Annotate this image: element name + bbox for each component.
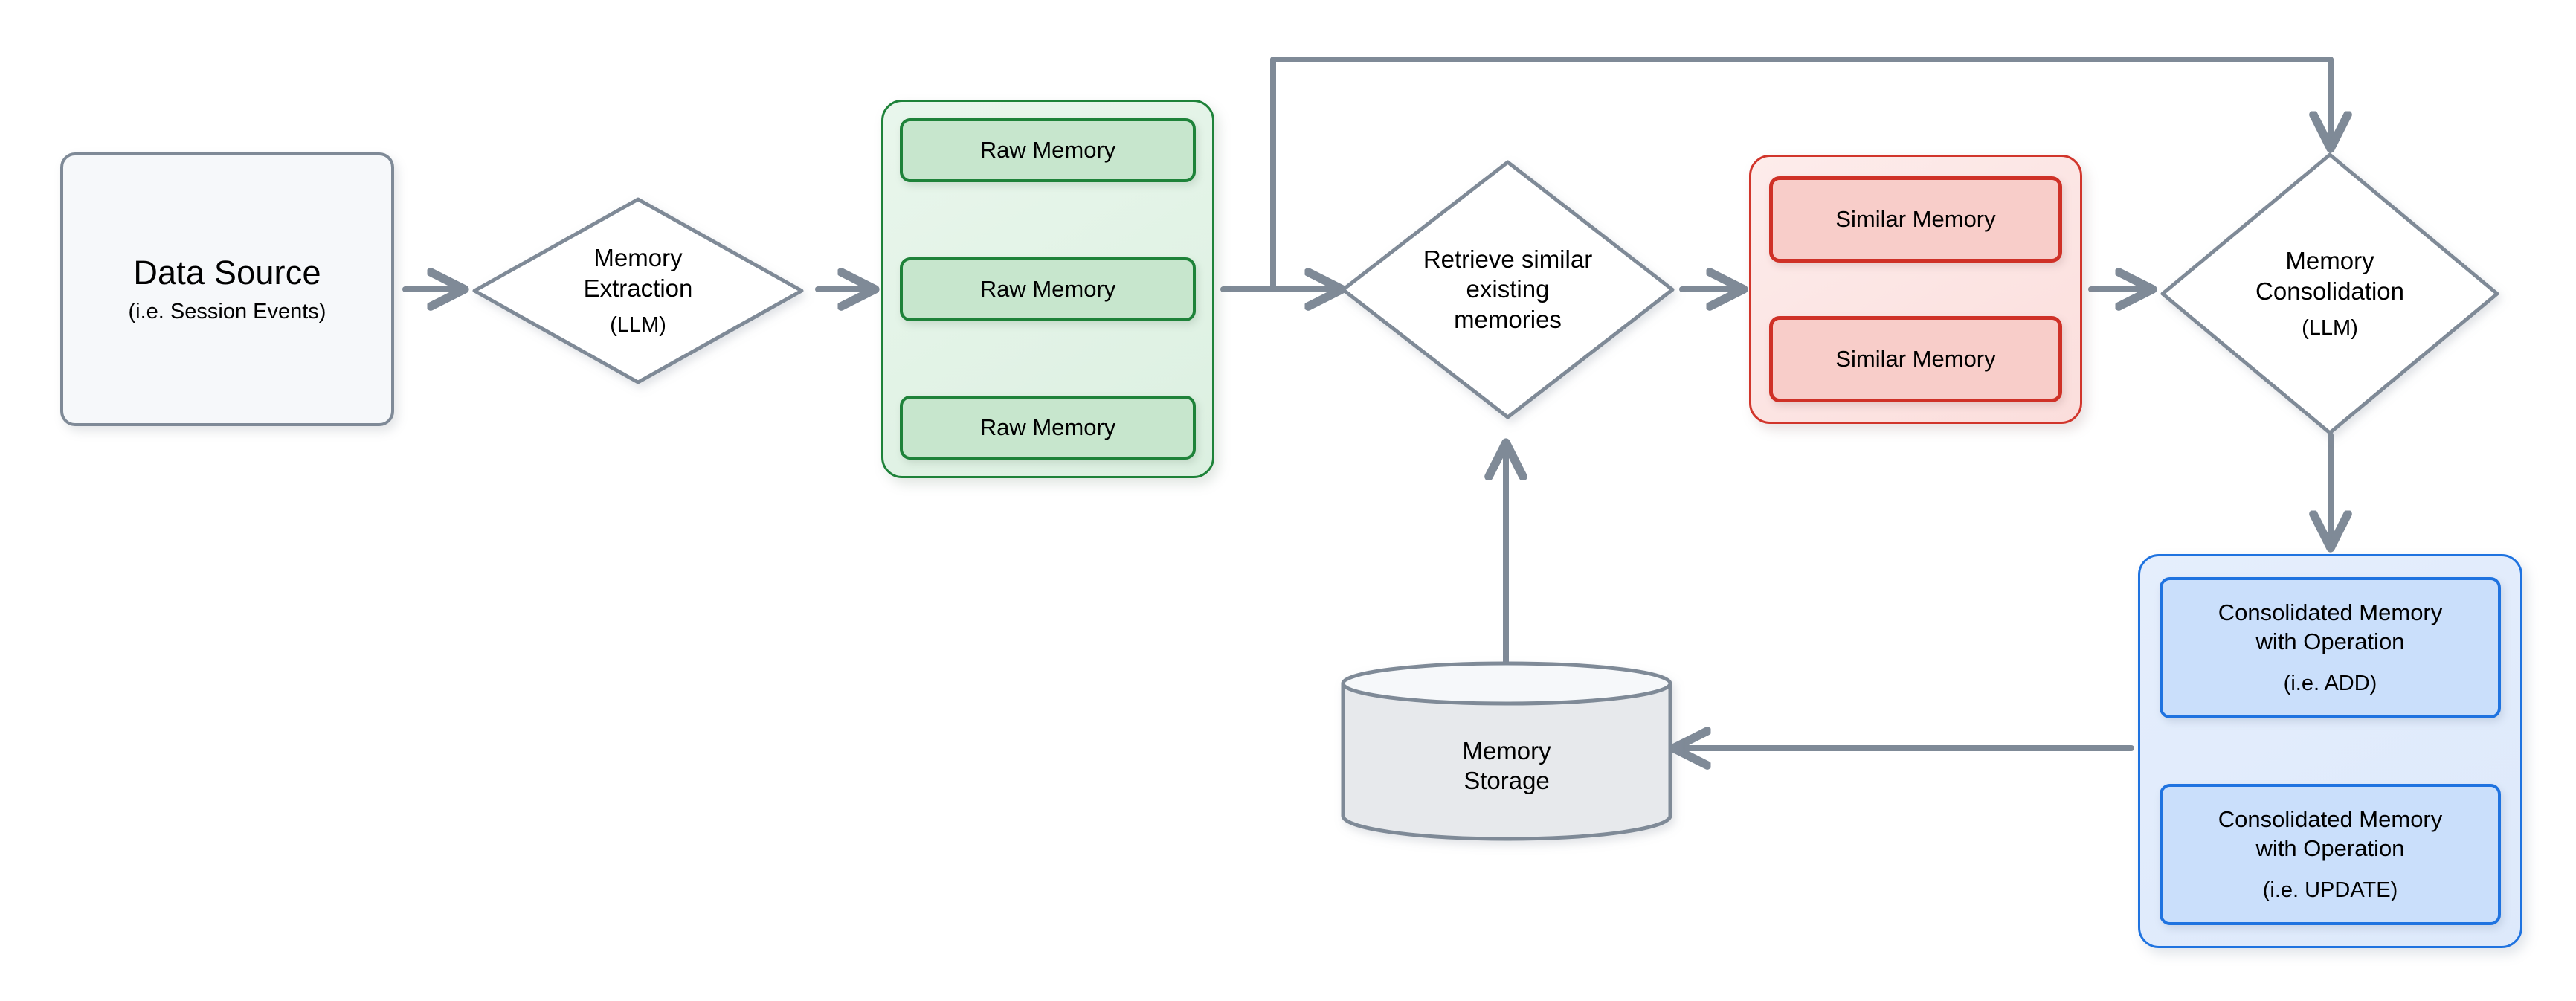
chip-similar-memory-2[interactable]: Similar Memory xyxy=(1769,316,2062,402)
chip-consolidated-memory-update[interactable]: Consolidated Memory with Operation (i.e.… xyxy=(2160,784,2501,925)
memory-extraction-label-group: Memory Extraction (LLM) xyxy=(470,195,806,387)
memory-extraction-shape xyxy=(472,197,804,384)
memory-extraction-title-line2: Extraction xyxy=(583,274,693,302)
memory-consolidation-shape xyxy=(2160,152,2499,435)
chip-consolidated-memory-update-operation: (i.e. UPDATE) xyxy=(2262,878,2398,903)
data-source-title: Data Source xyxy=(133,254,321,292)
retrieve-similar-line3: memories xyxy=(1454,305,1562,333)
memory-storage-line1: Memory xyxy=(1462,736,1551,765)
chip-consolidated-memory-add-operation: (i.e. ADD) xyxy=(2283,672,2377,696)
chip-raw-memory-3[interactable]: Raw Memory xyxy=(900,396,1196,460)
node-data-source[interactable]: Data Source (i.e. Session Events) xyxy=(60,152,394,426)
chip-consolidated-memory-add[interactable]: Consolidated Memory with Operation (i.e.… xyxy=(2160,577,2501,718)
chip-raw-memory-1[interactable]: Raw Memory xyxy=(900,118,1196,182)
node-consolidated-memory-group[interactable]: Consolidated Memory with Operation (i.e.… xyxy=(2138,554,2522,948)
chip-raw-memory-3-label: Raw Memory xyxy=(979,414,1116,440)
chip-consolidated-memory-update-line1: Consolidated Memory xyxy=(2218,805,2443,832)
node-similar-memory-group[interactable]: Similar Memory Similar Memory xyxy=(1749,155,2082,424)
retrieve-similar-line1: Retrieve similar xyxy=(1423,245,1593,274)
data-source-subtitle: (i.e. Session Events) xyxy=(128,300,326,324)
node-raw-memory-group[interactable]: Raw Memory Raw Memory Raw Memory xyxy=(881,100,1214,478)
retrieve-similar-shape xyxy=(1341,160,1675,419)
chip-similar-memory-1[interactable]: Similar Memory xyxy=(1769,176,2062,263)
chip-raw-memory-1-label: Raw Memory xyxy=(979,137,1116,163)
node-memory-extraction[interactable]: Memory Extraction (LLM) xyxy=(470,195,806,387)
memory-consolidation-subtitle: (LLM) xyxy=(2302,315,2358,340)
chip-raw-memory-2[interactable]: Raw Memory xyxy=(900,257,1196,321)
chip-raw-memory-2-label: Raw Memory xyxy=(979,275,1116,302)
node-memory-storage[interactable]: Memory Storage xyxy=(1339,660,1675,841)
chip-consolidated-memory-update-line2: with Operation xyxy=(2255,835,2405,862)
retrieve-similar-line2: existing xyxy=(1466,275,1550,303)
memory-extraction-subtitle: (LLM) xyxy=(610,312,666,337)
chip-consolidated-memory-add-line2: with Operation xyxy=(2255,628,2405,655)
chip-consolidated-memory-add-line1: Consolidated Memory xyxy=(2218,599,2443,625)
retrieve-similar-label-group: Retrieve similar existing memories xyxy=(1339,158,1677,422)
node-memory-consolidation[interactable]: Memory Consolidation (LLM) xyxy=(2158,150,2502,437)
chip-similar-memory-1-label: Similar Memory xyxy=(1835,206,1996,232)
chip-similar-memory-2-label: Similar Memory xyxy=(1835,346,1996,372)
memory-storage-label-group: Memory Storage xyxy=(1339,677,1675,855)
memory-consolidation-title-line1: Memory xyxy=(2285,247,2374,275)
memory-consolidation-title-line2: Consolidation xyxy=(2255,277,2404,305)
node-retrieve-similar-memories[interactable]: Retrieve similar existing memories xyxy=(1339,158,1677,422)
memory-storage-cylinder-shape xyxy=(1341,661,1672,841)
memory-extraction-title-line1: Memory xyxy=(593,244,683,272)
memory-storage-line2: Storage xyxy=(1464,767,1550,794)
memory-consolidation-label-group: Memory Consolidation (LLM) xyxy=(2158,150,2502,437)
